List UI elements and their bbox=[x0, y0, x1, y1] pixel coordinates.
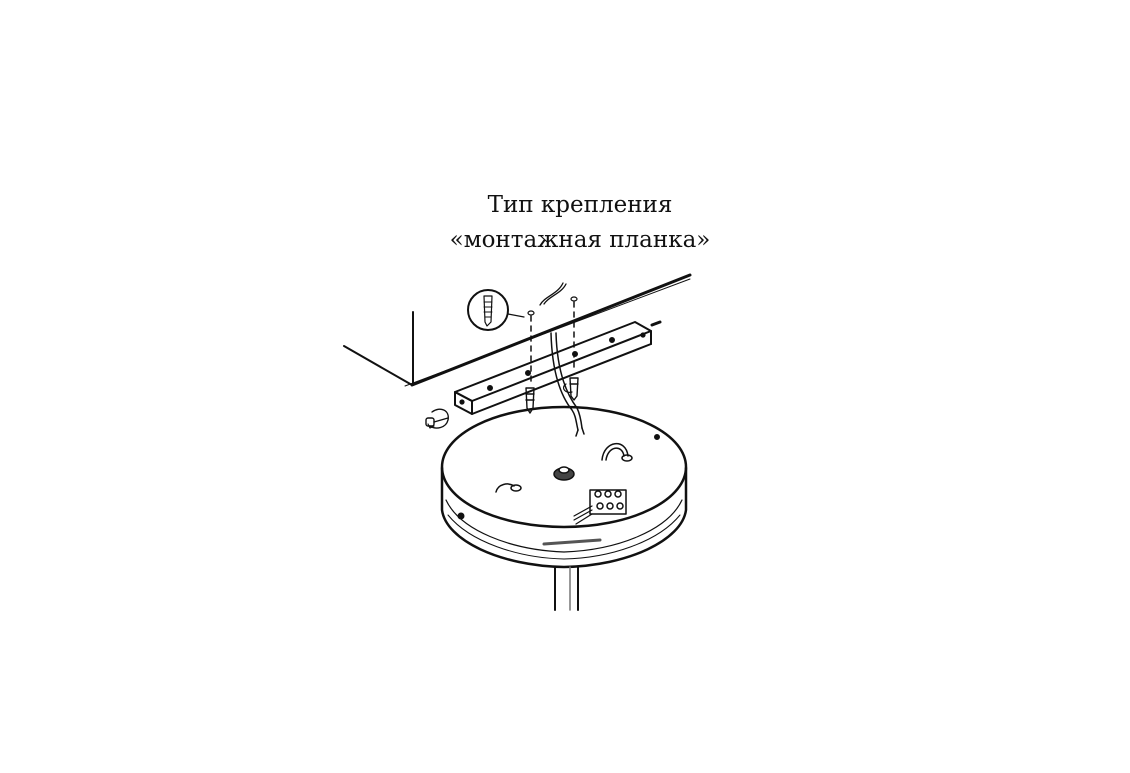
dowel-detail-callout bbox=[467, 289, 525, 331]
lamp-stem bbox=[554, 566, 579, 611]
mounting-type-caption: Тип крепления «монтажная планка» bbox=[380, 188, 780, 258]
canopy bbox=[440, 405, 688, 569]
caption-line-1: Тип крепления bbox=[487, 192, 673, 218]
alignment-guides bbox=[530, 301, 575, 383]
side-screws bbox=[425, 320, 662, 429]
mounting-bar bbox=[454, 321, 652, 415]
caption-line-2: «монтажная планка» bbox=[449, 227, 711, 253]
ceiling bbox=[343, 273, 692, 387]
canopy-fittings bbox=[495, 443, 633, 525]
